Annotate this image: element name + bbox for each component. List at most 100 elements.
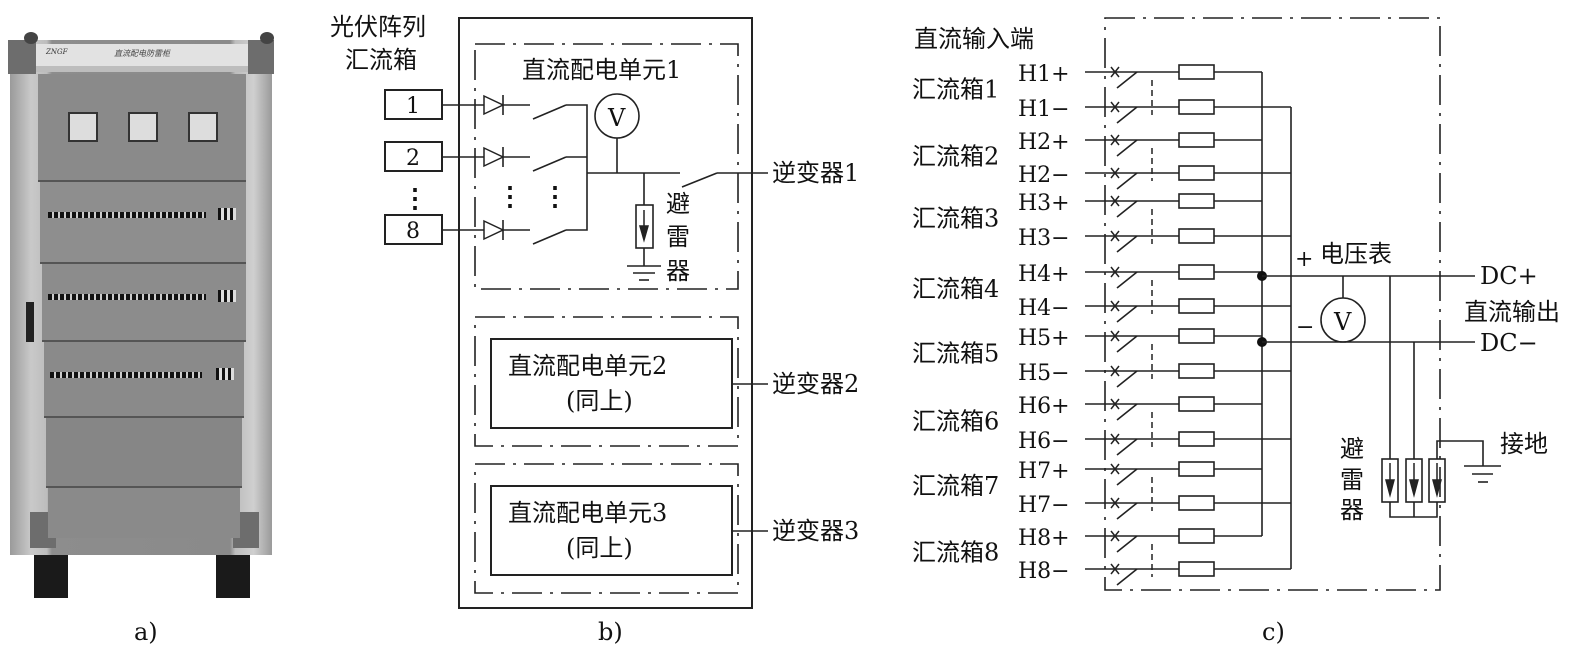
breaker-switch [1116, 139, 1138, 157]
diode-icon [483, 146, 505, 168]
combiner-box-label: 汇流箱6 [912, 408, 999, 436]
diode-dots: ⋮ [497, 182, 523, 212]
fuse-icon [1178, 461, 1215, 477]
panel-b: 光伏阵列 汇流箱 直流配电单元1 1 2 ⋮ 8 ⋮ ⋮ V 避 雷 器 [330, 13, 859, 646]
breaker-x-icon [1110, 463, 1120, 475]
terminal-pos-label: H6+ [1018, 394, 1070, 419]
voltmeter-b-label: V [607, 104, 626, 132]
meter-3 [188, 112, 218, 142]
breaker-x-icon [1110, 563, 1120, 575]
breaker-switch [1116, 335, 1138, 353]
switch-dots: ⋮ [542, 182, 568, 212]
breaker-row [48, 294, 206, 300]
fuse-icon [1178, 165, 1215, 181]
breaker-row [48, 212, 206, 218]
bottom-panel [48, 488, 240, 538]
arrester-arrow [1409, 463, 1419, 498]
fuse-icon [1178, 561, 1215, 577]
breaker-switch [1116, 106, 1138, 124]
breaker-switch [1116, 71, 1138, 89]
fuse-icon [1178, 495, 1215, 511]
fuse-icon [1178, 132, 1215, 148]
bus-vertical [566, 104, 588, 231]
fuse-icon [1178, 363, 1215, 379]
meter-1 [68, 112, 98, 142]
dc-minus-label: DC− [1480, 329, 1538, 357]
breaker-panel-1 [40, 182, 246, 264]
unit1-title: 直流配电单元1 [522, 56, 681, 84]
fuse-icon [1178, 99, 1215, 115]
input-label-2: 2 [406, 146, 420, 171]
terminal-neg-label: H1− [1018, 97, 1070, 122]
fuse-icon [1178, 396, 1215, 412]
breaker-x-icon [1110, 266, 1120, 278]
fuse-icon [1178, 64, 1215, 80]
breaker-switch [1116, 502, 1138, 520]
combiner-box-label: 汇流箱3 [912, 205, 999, 233]
combiner-box-label: 汇流箱2 [912, 143, 999, 171]
unit3-note: (同上) [566, 534, 633, 562]
corner-tr [248, 40, 274, 74]
arrester-c-char-2: 雷 [1340, 466, 1364, 494]
fuse-icon [1178, 298, 1215, 314]
lift-bolt-right [260, 32, 274, 44]
fuse-icon [1178, 264, 1215, 280]
input-dots: ⋮ [402, 184, 428, 214]
door-handle [26, 302, 34, 342]
arrester-char-3: 器 [666, 257, 690, 285]
terminal-pos-label: H4+ [1018, 262, 1070, 287]
terminal-neg-label: H7− [1018, 493, 1070, 518]
breaker-x-icon [1110, 230, 1120, 242]
terminal-pos-label: H1+ [1018, 62, 1070, 87]
breaker-switch [1116, 305, 1138, 323]
unit3-frame [474, 463, 739, 594]
caption-c: c) [1262, 618, 1285, 646]
meter-panel [38, 74, 246, 182]
arrester-group [1381, 458, 1446, 503]
breaker-x-icon [1110, 101, 1120, 113]
caption-a: a) [134, 618, 158, 646]
voltmeter-c-label: V [1333, 308, 1352, 336]
cabinet-frame-c [1104, 17, 1441, 591]
breaker-group [216, 368, 234, 380]
inverter-3-label: 逆变器3 [772, 517, 859, 545]
input-label-8: 8 [406, 219, 420, 244]
unit2-title: 直流配电单元2 [508, 352, 667, 380]
breaker-x-icon [1110, 530, 1120, 542]
breaker-switch [1116, 535, 1138, 553]
combiner-box-label: 汇流箱8 [912, 539, 999, 567]
breaker-x-icon [1110, 398, 1120, 410]
breaker-group [218, 290, 236, 302]
cabinet-brand: ZNGF [46, 48, 68, 56]
diode-icon [483, 219, 505, 241]
terminal-pos-label: H3+ [1018, 191, 1070, 216]
combiner-box-label: 汇流箱5 [912, 340, 999, 368]
breaker-switch [1116, 468, 1138, 486]
breaker-x-icon [1110, 300, 1120, 312]
branch-switch [532, 104, 567, 120]
breaker-x-icon [1110, 433, 1120, 445]
terminal-neg-label: H8− [1018, 559, 1070, 584]
dc-output-label: 直流输出 [1464, 298, 1560, 326]
outer-cabinet-frame [458, 17, 753, 609]
breaker-switch [1116, 370, 1138, 388]
terminal-neg-label: H5− [1018, 361, 1070, 386]
branch-switch [532, 229, 567, 245]
terminal-pos-label: H2+ [1018, 130, 1070, 155]
minus-sign: − [1296, 315, 1314, 340]
terminal-neg-label: H2− [1018, 163, 1070, 188]
fuse-icon [1178, 431, 1215, 447]
caption-b: b) [598, 618, 623, 646]
fuse-icon [1178, 328, 1215, 344]
terminal-pos-label: H8+ [1018, 526, 1070, 551]
cabinet-foot-left [34, 550, 68, 598]
arrester-char-2: 雷 [666, 223, 690, 251]
branches [442, 94, 567, 245]
arrester-lead-3 [1436, 440, 1484, 466]
unit2-note: (同上) [566, 387, 633, 415]
breaker-x-icon [1110, 365, 1120, 377]
fuse-icon [1178, 228, 1215, 244]
arrester-c-char-3: 器 [1340, 496, 1364, 524]
